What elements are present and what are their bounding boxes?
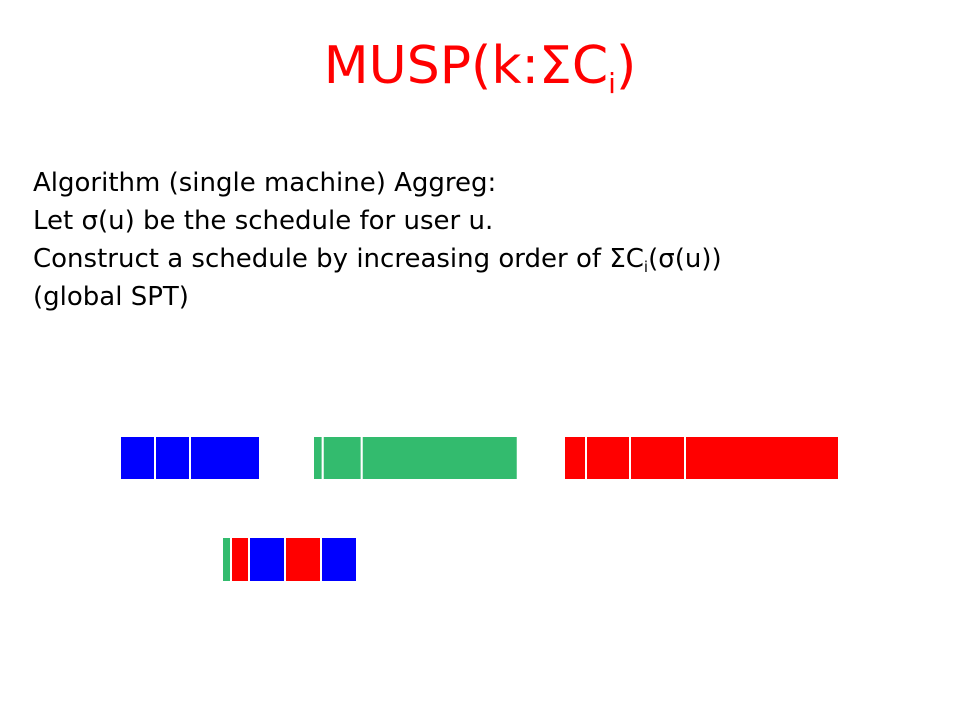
body-line-4: (global SPT) [33,282,189,312]
body-line-3: Construct a schedule by increasing order… [33,240,933,278]
line3-post: (u)) [674,244,722,274]
line3-sub: i [643,258,649,276]
user-schedule-green-job-2 [321,435,363,481]
title-subscript: i [608,67,616,100]
line2-post: (u) be the schedule for user u. [97,206,494,236]
aggregated-schedule-job-2 [230,536,250,583]
title-sigma: Σ [538,36,572,96]
user-schedule-blue-job-3 [189,435,261,481]
body-line-2: Let σ(u) be the schedule for user u. [33,202,933,240]
aggregated-schedule [221,536,358,583]
line3-pre: Construct a schedule by increasing order… [33,244,610,274]
line3-paren: ( [648,244,659,274]
slide-body: Algorithm (single machine) Aggreg: Let σ… [33,164,933,316]
title-c: C [571,36,609,96]
title-close: ) [615,36,637,96]
line3-sum: Σ [609,244,626,274]
user-schedule-red-job-2 [585,435,631,481]
slide-title: MUSP(k:ΣCi) [0,36,960,98]
line3-sigma: σ [658,244,675,274]
user-schedule-green [312,435,519,481]
user-schedule-red [563,435,840,481]
line2-sigma: σ [81,206,98,236]
aggregated-schedule-job-5 [320,536,358,583]
aggregated-schedule-job-1 [221,536,232,583]
title-text: MUSP(k: [323,36,539,96]
line3-c: C [625,244,644,274]
user-schedule-red-job-4 [684,435,840,481]
user-schedule-green-job-3 [360,435,519,481]
user-schedule-blue-job-2 [154,435,191,481]
aggregated-schedule-job-3 [248,536,286,583]
aggregated-schedule-job-4 [284,536,322,583]
user-schedule-red-job-1 [563,435,587,481]
user-schedule-blue [119,435,261,481]
body-line-1: Algorithm (single machine) Aggreg: [33,168,497,198]
user-schedule-red-job-3 [629,435,686,481]
user-schedule-blue-job-1 [119,435,156,481]
line2-pre: Let [33,206,82,236]
user-schedule-green-job-1 [312,435,324,481]
